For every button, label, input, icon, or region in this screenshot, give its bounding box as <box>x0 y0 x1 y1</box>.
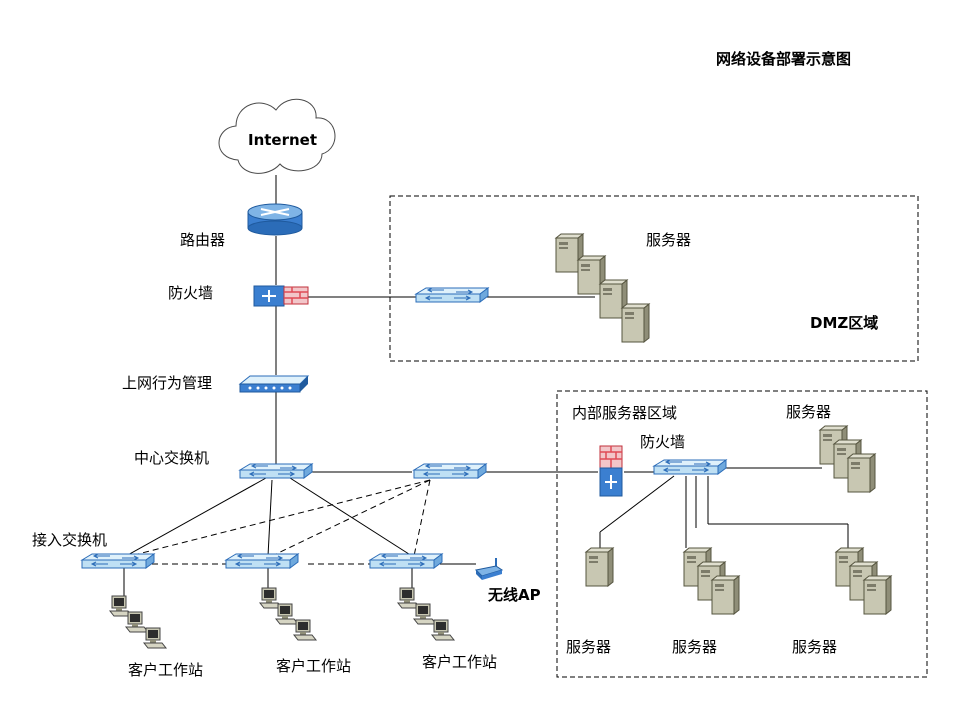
workstation-label-1: 客户工作站 <box>128 661 203 679</box>
wireless-ap-label: 无线AP <box>487 586 541 604</box>
internal-firewall-label: 防火墙 <box>640 433 685 451</box>
internal-server-2-label: 服务器 <box>672 638 717 656</box>
workstation-icon <box>413 603 437 625</box>
workstation-label-3: 客户工作站 <box>422 653 497 671</box>
server-icon <box>621 303 650 343</box>
dashed-links <box>129 479 431 565</box>
access-switch-icon-1 <box>81 553 155 569</box>
workstation-icon <box>143 627 167 649</box>
cloud-icon <box>218 98 336 174</box>
server-icon <box>847 453 876 493</box>
router-icon <box>247 203 303 236</box>
internal-firewall-icon <box>599 445 623 497</box>
server-icon <box>585 547 614 587</box>
behavior-mgmt-icon <box>238 375 310 393</box>
aggregation-switch-icon <box>413 463 487 479</box>
core-switch-label: 中心交换机 <box>134 449 209 467</box>
dmz-zone-label: DMZ区域 <box>810 314 878 332</box>
workstation-icon <box>293 619 317 641</box>
diagram-title: 网络设备部署示意图 <box>716 50 851 68</box>
dmz-switch-icon <box>415 287 489 303</box>
firewall-icon <box>253 285 309 307</box>
internal-server-1-label: 服务器 <box>566 638 611 656</box>
workstation-icon <box>125 611 149 633</box>
server-icon <box>863 575 892 615</box>
connections <box>123 175 849 600</box>
internal-switch-icon <box>653 459 727 475</box>
wireless-ap-icon <box>474 558 504 580</box>
dmz-server-group <box>555 233 650 343</box>
access-switch-icon-2 <box>225 553 299 569</box>
access-switch-label: 接入交换机 <box>32 531 107 549</box>
access-switch-icon-3 <box>369 553 443 569</box>
internal-server-top-label: 服务器 <box>786 403 831 421</box>
workstation-group-2 <box>259 587 317 641</box>
internal-server-top-group <box>819 425 876 493</box>
internal-server-1-group <box>585 547 614 587</box>
internal-zone-label: 内部服务器区域 <box>572 404 677 422</box>
core-switch-icon <box>239 463 313 479</box>
workstation-group-3 <box>397 587 455 641</box>
firewall-label: 防火墙 <box>168 284 213 302</box>
workstation-label-2: 客户工作站 <box>276 657 351 675</box>
internal-server-3-group <box>835 547 892 615</box>
router-label: 路由器 <box>180 231 225 249</box>
dmz-server-label: 服务器 <box>646 231 691 249</box>
server-icon <box>711 575 740 615</box>
dmz-zone-box <box>389 195 919 362</box>
internal-zone-box <box>556 390 928 678</box>
workstation-group-1 <box>109 595 167 649</box>
behavior-mgmt-label: 上网行为管理 <box>122 374 212 392</box>
workstation-icon <box>431 619 455 641</box>
internal-server-3-label: 服务器 <box>792 638 837 656</box>
internal-server-2-group <box>683 547 740 615</box>
workstation-icon <box>275 603 299 625</box>
internet-label: Internet <box>248 131 317 149</box>
